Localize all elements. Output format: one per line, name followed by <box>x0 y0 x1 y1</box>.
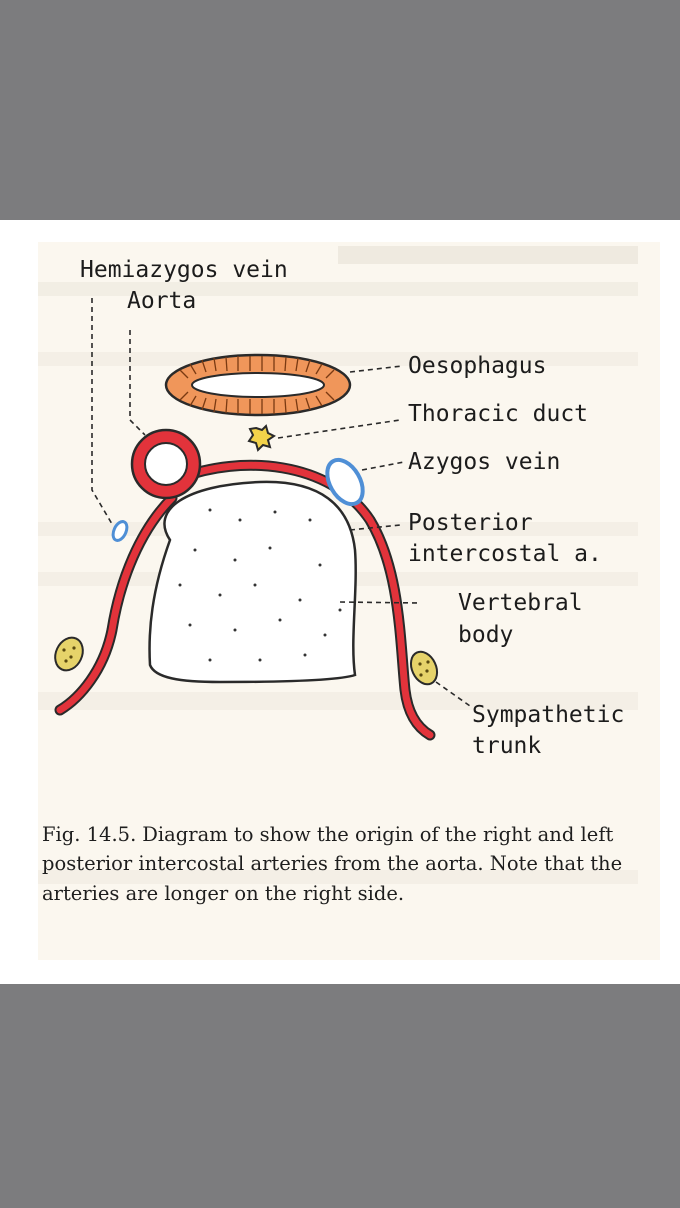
oesophagus-muscle-striations <box>179 356 335 414</box>
top-gray-backdrop <box>0 0 680 220</box>
thoracic-duct <box>247 424 276 452</box>
aorta-leader <box>129 330 146 436</box>
label-sympathetic-trunk-line2: trunk <box>472 733 542 759</box>
oesophagus-leader <box>349 365 403 373</box>
hemiazygos-vein <box>111 520 129 542</box>
vertebral-body-leader <box>339 601 421 604</box>
figure-caption: Fig. 14.5.Diagram to show the origin of … <box>42 820 650 908</box>
sympathetic-trunk-leader <box>435 681 471 707</box>
azygos-leader <box>361 461 405 471</box>
label-sympathetic-trunk-line1: Sympathetic <box>472 702 625 728</box>
thoracic-duct-leader <box>277 419 401 439</box>
sympathetic-trunk-left <box>54 636 84 672</box>
label-aorta: Aorta <box>127 288 197 314</box>
label-hemiazygos-vein: Hemiazygos vein <box>80 257 288 283</box>
figure-number: Fig. 14.5. <box>42 823 137 846</box>
label-posterior-intercostal-line2: intercostal a. <box>408 541 602 567</box>
azygos-vein <box>325 457 365 507</box>
sympathetic-trunk-right <box>409 650 439 686</box>
label-oesophagus: Oesophagus <box>408 353 547 379</box>
label-vertebral-body-line2: body <box>458 622 514 648</box>
vertebral-body-dots <box>178 508 342 662</box>
label-posterior-intercostal-line1: Posterior <box>408 510 533 536</box>
label-thoracic-duct: Thoracic duct <box>408 401 589 427</box>
bottom-gray-backdrop <box>0 984 680 1208</box>
leader-lines <box>91 298 471 707</box>
figure-caption-text: Diagram to show the origin of the right … <box>42 823 623 905</box>
label-vertebral-body-line1: Vertebral <box>458 590 583 616</box>
vertebral-body <box>148 480 357 684</box>
anatomy-diagram <box>54 298 471 741</box>
hemiazygos-leader <box>91 298 113 525</box>
label-azygos-vein: Azygos vein <box>408 449 561 475</box>
photo-frame: Hemiazygos vein Aorta Oesophagus Thoraci… <box>0 220 680 984</box>
